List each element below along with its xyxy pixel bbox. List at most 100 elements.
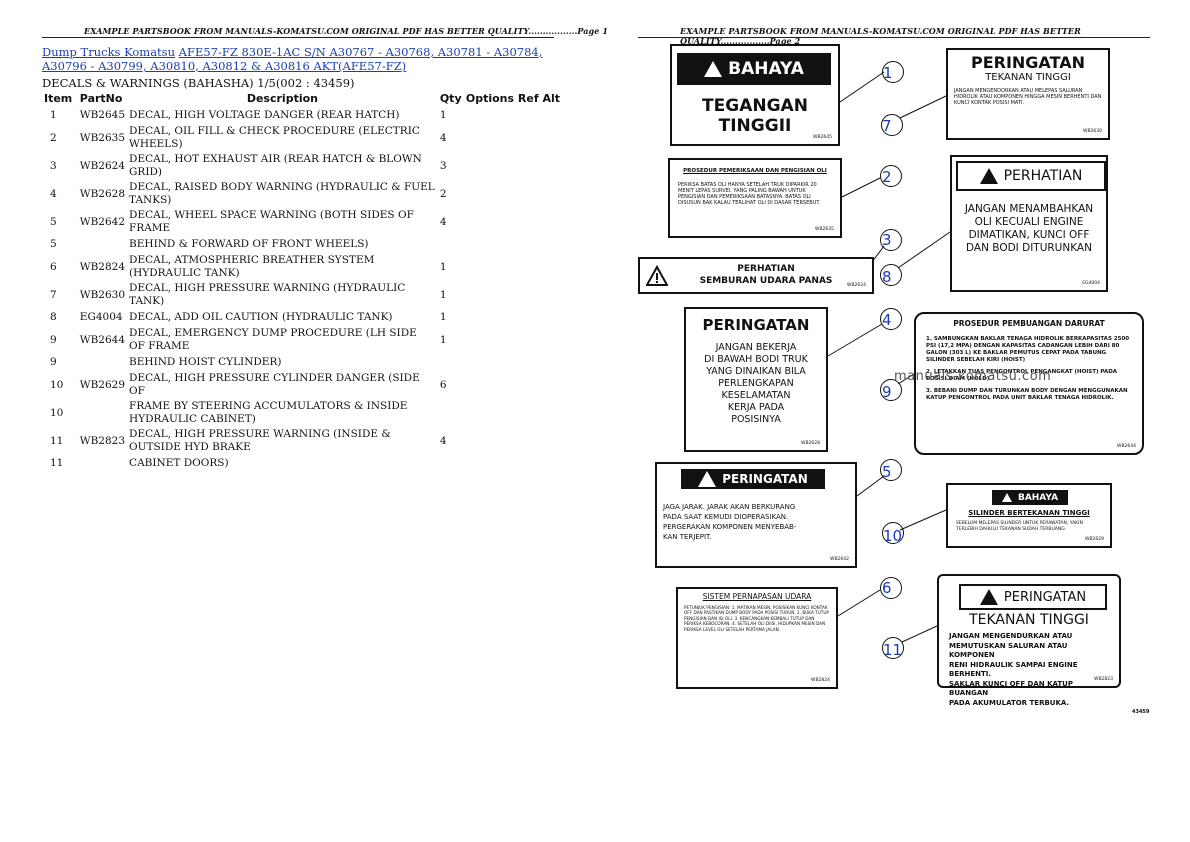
cell-part: WB2823 <box>79 434 126 447</box>
cell-item: 2 <box>50 131 57 144</box>
callout-circle-10 <box>882 522 904 544</box>
cell-desc: DECAL, ADD OIL CAUTION (HYDRAULIC TANK) <box>129 311 393 323</box>
cell-part: EG4004 <box>79 311 123 323</box>
parts-table: Item PartNo Description Qty Options Ref … <box>42 90 562 472</box>
category-link[interactable]: Dump Trucks Komatsu <box>42 45 175 59</box>
cell-qty <box>438 399 464 427</box>
cell-qty: 4 <box>439 131 447 144</box>
header-rule-right <box>638 37 1150 38</box>
cell-qty <box>438 455 464 472</box>
cell-options <box>464 427 562 455</box>
table-header-row: Item PartNo Description Qty Options Ref … <box>42 90 562 107</box>
caution-triangle-icon <box>979 168 998 184</box>
cell-options <box>464 152 562 180</box>
cell-part <box>78 236 127 253</box>
callout-circle-2 <box>880 165 902 187</box>
warning-triangle-icon <box>1001 493 1012 502</box>
cell-desc: DECAL, RAISED BODY WARNING (HYDRAULIC & … <box>129 181 435 206</box>
callout-number-3: 3 <box>882 231 892 249</box>
cell-qty: 2 <box>439 187 447 200</box>
cell-qty: 1 <box>439 311 447 323</box>
warning-triangle-icon <box>704 61 723 77</box>
cell-desc: DECAL, HIGH PRESSURE CYLINDER DANGER (SI… <box>129 372 420 397</box>
callout-number-11: 11 <box>883 641 903 659</box>
cell-part: WB2628 <box>79 187 126 200</box>
cell-qty <box>438 236 464 253</box>
cell-desc: DECAL, HOT EXHAUST AIR (REAR HATCH & BLO… <box>129 153 422 178</box>
decal-11-tekanan-tinggi: PERINGATAN TEKANAN TINGGI JANGAN MENGEND… <box>937 574 1121 707</box>
cell-desc: FRAME BY STEERING ACCUMULATORS & INSIDE … <box>129 400 408 425</box>
cell-options <box>464 208 562 236</box>
cell-desc: CABINET DOORS) <box>129 457 229 469</box>
cell-desc: DECAL, WHEEL SPACE WARNING (BOTH SIDES O… <box>129 209 414 234</box>
callout-circle-4 <box>880 308 902 330</box>
caution-triangle-icon <box>979 589 998 605</box>
cell-part: WB2824 <box>79 260 126 273</box>
cell-options <box>464 309 562 326</box>
decal-9-prosedur-darurat: PROSEDUR PEMBUANGAN DARURAT 1. SAMBUNGKA… <box>914 312 1144 455</box>
callout-number-4: 4 <box>882 311 892 329</box>
cell-item: 8 <box>50 311 57 323</box>
cell-desc: BEHIND HOIST CYLINDER) <box>129 356 282 368</box>
cell-desc: DECAL, HIGH PRESSURE WARNING (HYDRAULIC … <box>129 282 406 307</box>
decal-2-prosedur-oli: PROSEDUR PEMERIKSAAN DAN PENGISIAN OLI P… <box>668 158 842 238</box>
cell-item: 11 <box>50 434 64 447</box>
decal-10-silinder: BAHAYA SILINDER BERTEKANAN TINGGI SEBELU… <box>946 483 1112 548</box>
header-rule-left <box>42 37 554 38</box>
cell-options <box>464 107 562 124</box>
warning-triangle-icon <box>698 471 717 487</box>
callout-number-1: 1 <box>883 64 893 82</box>
cell-qty: 6 <box>439 378 447 391</box>
decal-6-sistem-pernapasan: SISTEM PERNAPASAN UDARA PETUNJUK PENGISI… <box>676 587 838 689</box>
cell-part <box>78 455 127 472</box>
cell-part <box>78 399 127 427</box>
cell-part: WB2624 <box>79 159 126 172</box>
callout-number-10: 10 <box>883 527 903 545</box>
cell-qty: 3 <box>439 159 447 172</box>
callout-number-8: 8 <box>882 268 892 286</box>
model-link[interactable]: AFE57-FZ 830E-1AC S/N A30767 - A30768, A… <box>42 45 543 73</box>
col-partno: PartNo <box>79 92 123 105</box>
cell-desc: DECAL, EMERGENCY DUMP PROCEDURE (LH SIDE… <box>129 327 417 352</box>
section-subtitle: DECALS & WARNINGS (BAHASHA) 1/5(002 : 43… <box>42 76 355 90</box>
decal-7-tekanan: PERINGATAN TEKANAN TINGGI JANGAN MENGEND… <box>946 48 1110 140</box>
col-description: Description <box>246 92 318 105</box>
callout-circle-5 <box>880 459 902 481</box>
cell-part: WB2629 <box>79 378 126 391</box>
cell-options <box>464 236 562 253</box>
cell-options <box>464 455 562 472</box>
cell-options <box>464 354 562 371</box>
cell-part: WB2635 <box>79 131 126 144</box>
cell-qty: 1 <box>439 288 447 301</box>
decal-5-jaga-jarak: PERINGATAN JAGA JARAK. JARAK AKAN BERKUR… <box>655 462 857 568</box>
cell-part: WB2645 <box>79 109 126 121</box>
cell-options <box>464 281 562 309</box>
page-header-left: EXAMPLE PARTSBOOK FROM MANUALS-KOMATSU.C… <box>84 26 608 36</box>
cell-qty <box>438 354 464 371</box>
figure-code: 43459 <box>1132 709 1150 715</box>
callout-circle-3 <box>880 229 902 251</box>
cell-desc: DECAL, HIGH PRESSURE WARNING (INSIDE & O… <box>129 428 391 453</box>
table-row: 8 EG4004 DECAL, ADD OIL CAUTION (HYDRAULIC… <box>42 309 562 326</box>
cell-item: 5 <box>50 238 57 250</box>
cell-part: WB2642 <box>79 215 126 228</box>
cell-options <box>464 399 562 427</box>
col-item: Item <box>44 92 73 105</box>
